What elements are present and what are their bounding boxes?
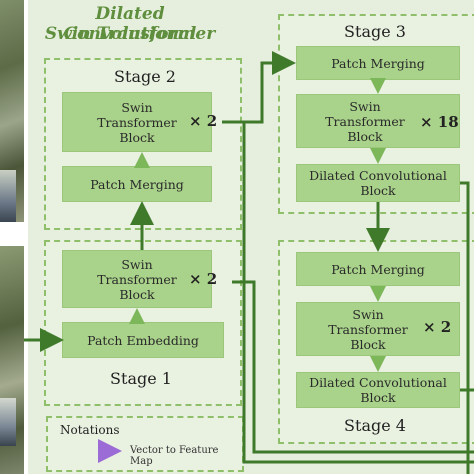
stage-3-label: Stage 3 (344, 22, 406, 41)
stage-1-swin-line2: Transformer (97, 271, 177, 287)
stage-3-swin-line2: Transformer (325, 113, 405, 129)
stage-4-multiplier: × 2 (423, 318, 452, 336)
input-image-bottom-detail (0, 398, 16, 446)
stage-2-swin-block: Swin Transformer Block (62, 92, 212, 152)
diagram-title-line1: Dilated Convolutional (63, 4, 197, 44)
stage-3-swin-block: Swin Transformer Block (296, 94, 460, 148)
stage-3-dilated-line2: Block (360, 183, 396, 198)
stage-3-swin-line1: Swin (349, 98, 381, 114)
input-image-top-detail (0, 170, 16, 222)
output-line-stage2 (238, 120, 474, 464)
output-line-stage3 (460, 181, 470, 474)
diagram-title-line2: Swin Transformer (44, 24, 216, 44)
stage-1-label: Stage 1 (110, 369, 172, 388)
stage-4-swin-block: Swin Transformer Block (296, 302, 460, 356)
stage-2-swin-line1: Swin (121, 99, 153, 115)
stage-3-dilated-conv-block: Dilated Convolutional Block (296, 164, 460, 202)
stage-3-dilated-line1: Dilated Convolutional (309, 168, 447, 183)
notations-title: Notations (60, 423, 120, 437)
stage-4-swin-line2: Transformer (328, 321, 408, 337)
stage-2-swin-line2: Transformer (97, 114, 177, 130)
stage-1-swin-block: Swin Transformer Block (62, 250, 212, 308)
stage-4-dilated-line1: Dilated Convolutional (309, 375, 447, 390)
stage-4-label: Stage 4 (344, 416, 406, 435)
stage-2-patch-merging: Patch Merging (62, 166, 212, 202)
stage-2-multiplier: × 2 (189, 112, 218, 130)
image-gap (0, 222, 24, 246)
notations-box: Notations Vector to Feature Map (46, 416, 244, 472)
stage-3-patch-merging: Patch Merging (296, 46, 460, 80)
stage-1-patch-embedding: Patch Embedding (62, 322, 224, 358)
stage-4-patch-merging: Patch Merging (296, 252, 460, 286)
stage-4-swin-line3: Block (350, 336, 386, 352)
stage-4-dilated-line2: Block (360, 390, 396, 405)
stage-1-swin-line1: Swin (121, 256, 153, 272)
stage-1-swin-line3: Block (119, 286, 155, 302)
stage-3-swin-line3: Block (347, 128, 383, 144)
stage-3-multiplier: × 18 (420, 113, 459, 131)
stage-1-multiplier: × 2 (189, 270, 218, 288)
stage-4-dilated-conv-block: Dilated Convolutional Block (296, 372, 460, 408)
output-line-stage1 (232, 280, 474, 454)
arrow-stage2-to-stage3 (222, 51, 296, 124)
stage-2-swin-line3: Block (119, 129, 155, 145)
stage-4-swin-line1: Swin (352, 306, 384, 322)
notations-legend-label: Vector to Feature Map (130, 445, 219, 467)
stage-2-label: Stage 2 (114, 67, 176, 86)
